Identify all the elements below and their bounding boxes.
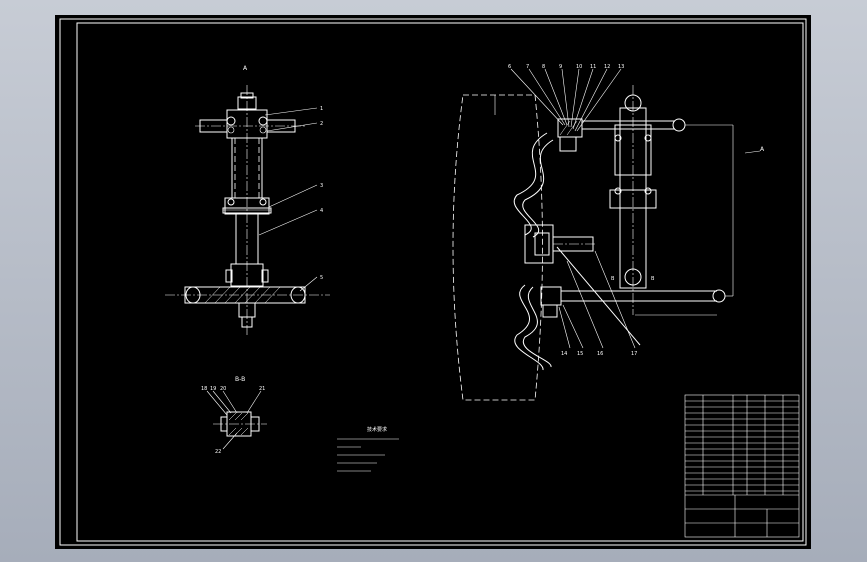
b-mark-left: B [611,276,615,282]
callout-19: 19 [210,386,216,392]
notes-title: 技术要求 [367,426,387,433]
callout-12: 12 [604,64,610,70]
section-bb-view: B-B 18 19 20 [201,376,267,455]
callout-15: 15 [577,351,583,357]
callout-21: 21 [259,386,265,392]
callout-17: 17 [631,351,637,357]
right-view-wheel-suspension: A B B 6 [452,64,765,401]
inner-border [76,22,804,542]
callout-4: 4 [320,208,323,214]
arrow-a-label: A [760,146,765,153]
callout-13: 13 [618,64,624,70]
b-mark-right: B [651,276,655,282]
left-view-kingpin-assembly: A [165,65,330,335]
callout-10: 10 [576,64,582,70]
callout-2: 2 [320,121,323,127]
callout-18: 18 [201,386,207,392]
callout-9: 9 [559,64,562,70]
callout-11: 11 [590,64,596,70]
outer-border [59,18,807,546]
callout-8: 8 [542,64,545,70]
section-bb-label: B-B [235,376,245,383]
technical-notes: 技术要求 [337,426,399,472]
drawing-canvas: A [59,18,807,546]
callout-6: 6 [508,64,511,70]
callout-5: 5 [320,275,323,281]
callout-3: 3 [320,183,323,189]
view-a-label: A [243,65,248,72]
callout-7: 7 [526,64,529,70]
callout-1: 1 [320,106,323,112]
drawing-sheet[interactable]: A [55,15,811,549]
callout-22: 22 [215,449,221,455]
title-block [684,394,800,538]
callout-20: 20 [220,386,226,392]
callout-14: 14 [561,351,567,357]
callout-16: 16 [597,351,603,357]
